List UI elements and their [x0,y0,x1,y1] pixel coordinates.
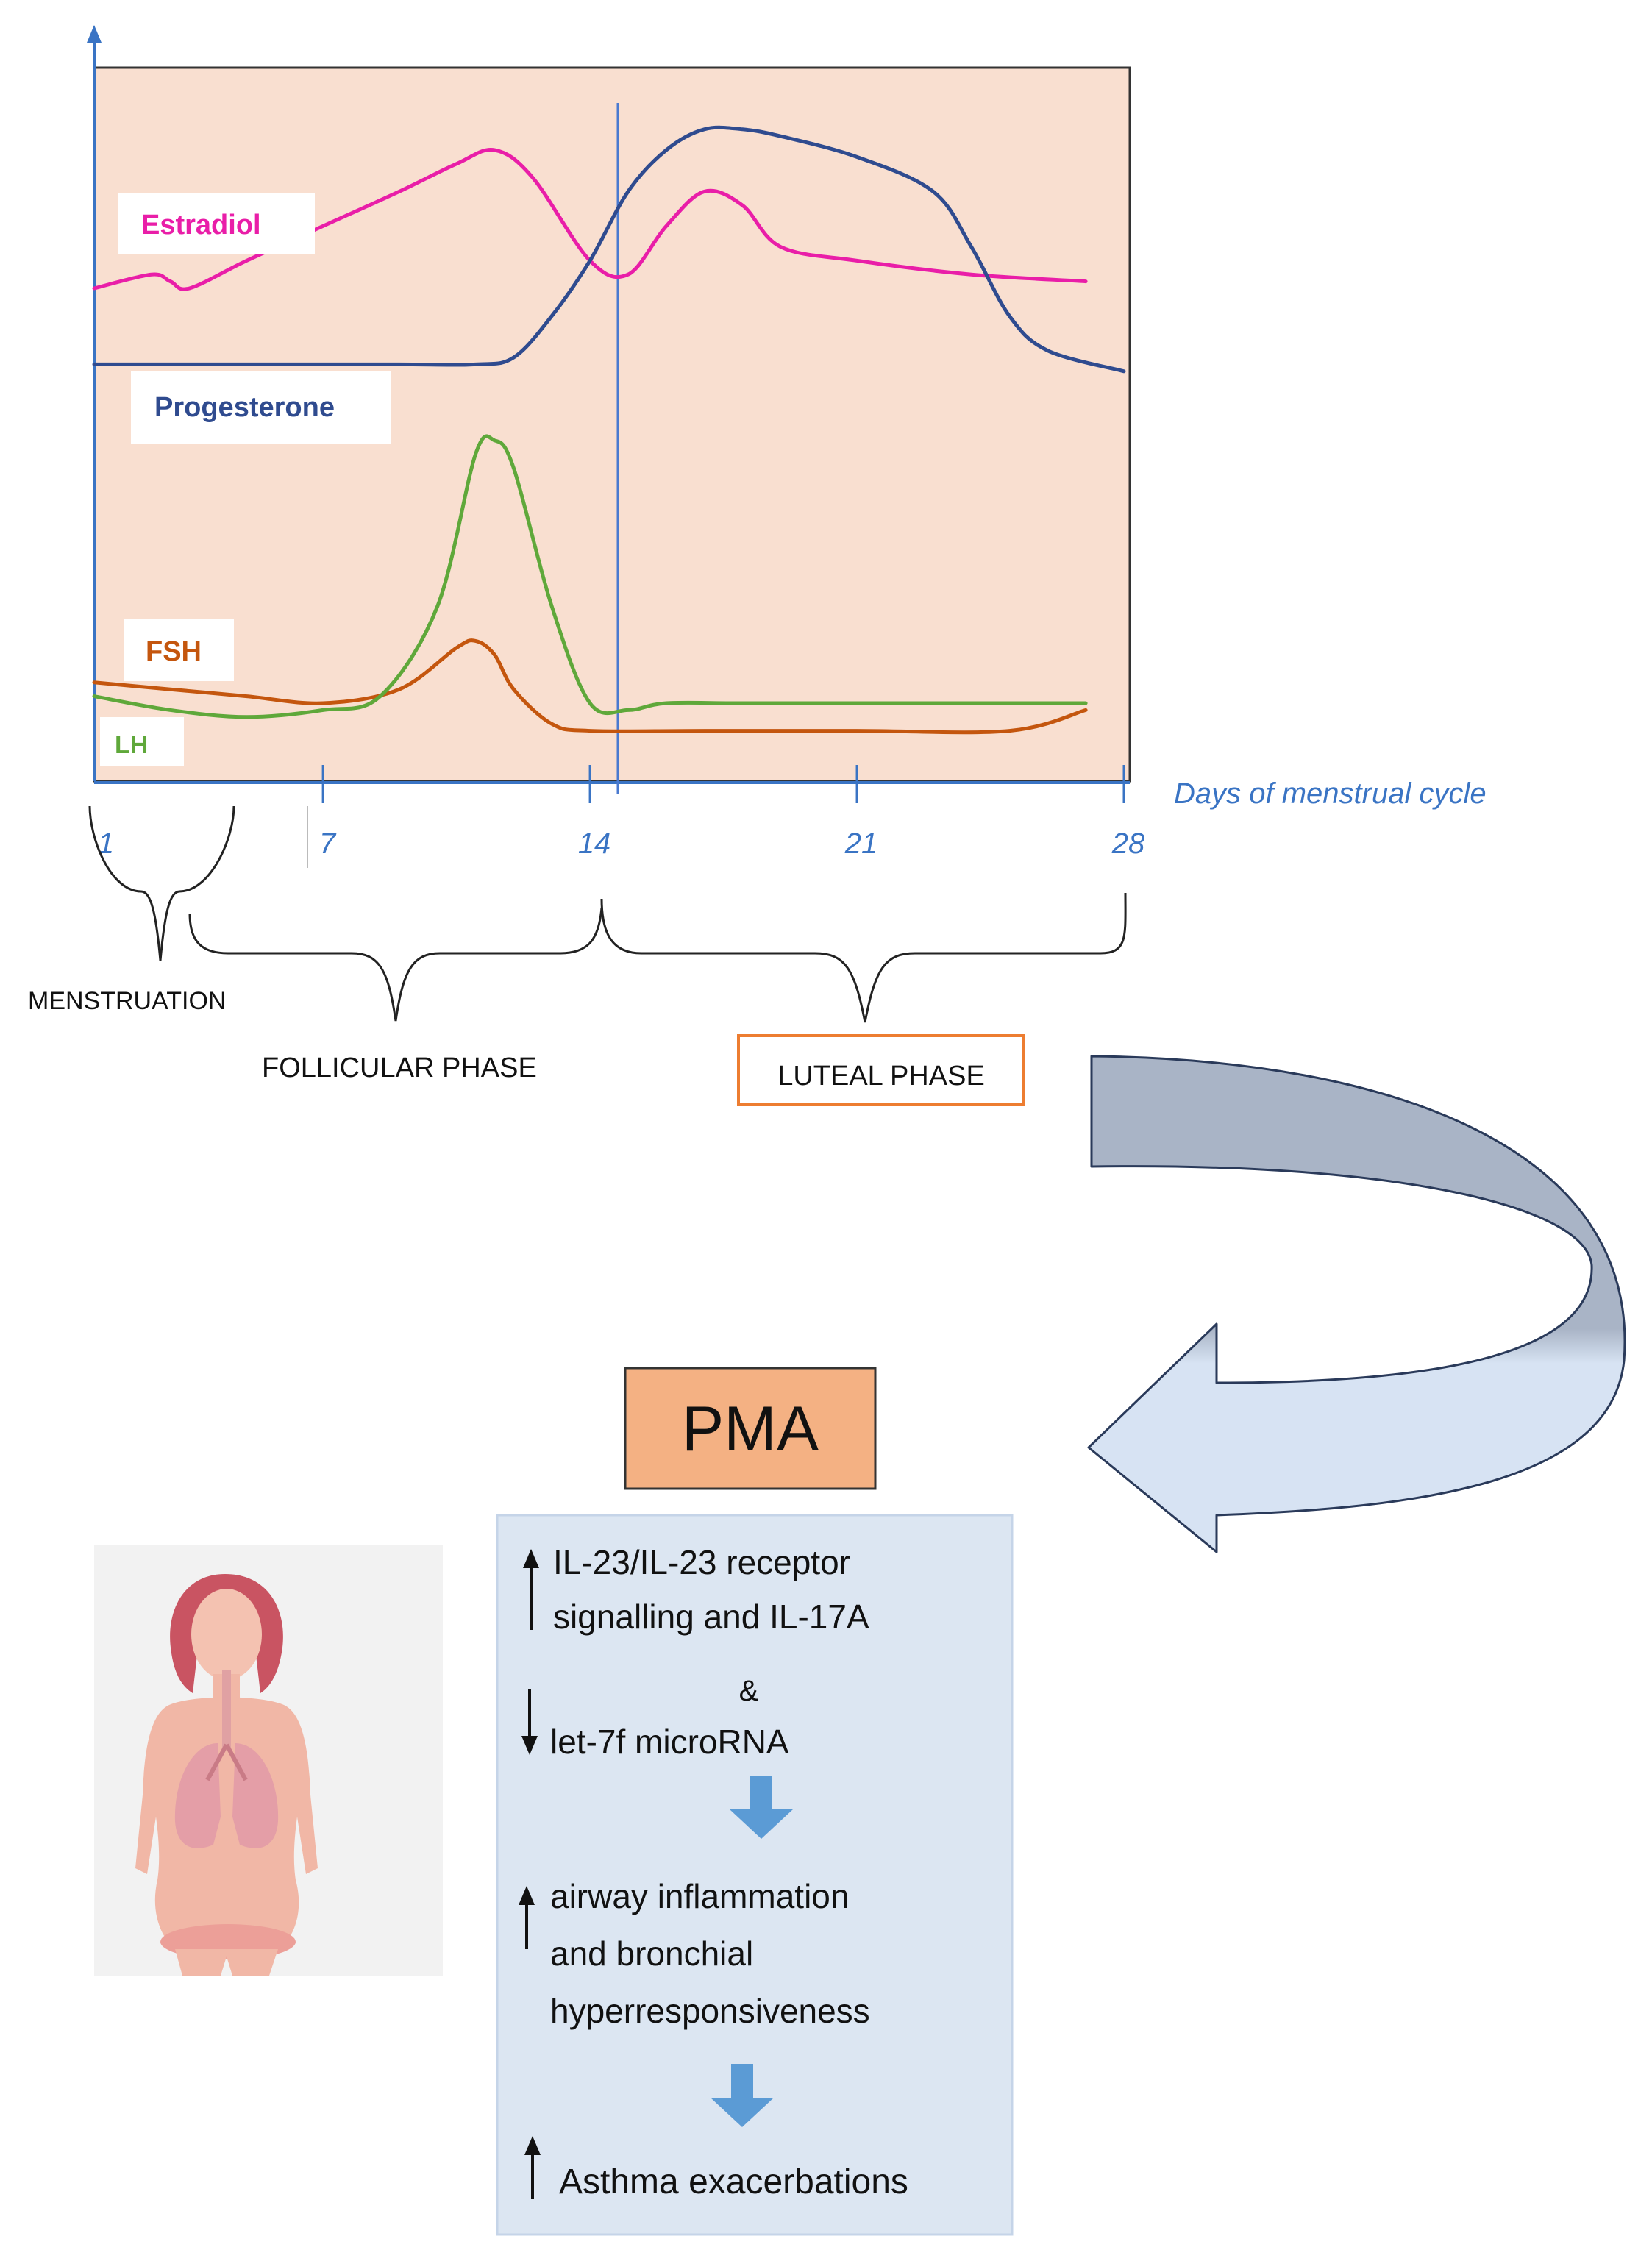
lh-label-box [100,717,184,766]
fsh-series-line [92,638,1088,735]
mechanism-line-5: and bronchial [550,1934,753,1973]
hormone-chart: 1 7 14 21 28 Estradiol Progesterone FSH LH D… [87,25,1487,860]
mechanism-line-2: signalling and IL-17A [553,1598,869,1636]
mechanism-line-1: IL-23/IL-23 receptor [553,1543,850,1581]
x-tick-label-14: 14 [578,827,611,860]
progesterone-label-box [131,371,391,444]
estradiol-label-box [118,193,315,254]
up-arrow-icon-2 [519,1886,535,1949]
pma-title-box [624,1367,877,1490]
fsh-label: FSH [146,636,202,667]
human-figure [94,1545,443,1976]
menstruation-label: MENSTRUATION [28,987,226,1015]
estradiol-series-line [92,148,1088,291]
series-layer [92,125,1126,735]
luteal-box [737,1034,1025,1106]
estradiol-label: Estradiol [141,210,261,241]
x-tick-label-28: 28 [1111,827,1145,860]
luteal-brace [600,892,1127,1023]
follicular-label: FOLLICULAR PHASE [262,1053,537,1083]
right-lung [232,1743,279,1848]
flow-arrow-icon-1 [730,1776,793,1839]
menstruation-brace [88,805,235,961]
legs [175,1949,278,1976]
tick-layer: 1 7 14 21 28 [98,765,1145,860]
up-arrow-icon [523,1549,539,1630]
mechanism-line-6: hyperresponsiveness [550,1992,870,2030]
mechanism-box: IL-23/IL-23 receptor signalling and IL-1… [496,1514,1014,2236]
left-lung [174,1743,221,1848]
mechanism-line-7: Asthma exacerbations [559,2162,908,2201]
ampersand: & [739,1675,759,1707]
flow-arrow-icon-2 [711,2064,774,2127]
progesterone-label: Progesterone [154,392,335,423]
fsh-label-box [124,619,234,681]
y-axis-arrow [87,25,102,43]
progesterone-series-line [92,125,1126,374]
x-tick-label-21: 21 [844,827,878,860]
curved-arrow-body [1087,1055,1626,1553]
curved-arrow [1087,1055,1626,1553]
up-arrow-icon-3 [524,2136,541,2199]
lh-series-line [92,434,1088,719]
phase-braces [88,805,1127,1023]
trachea [222,1670,231,1748]
bronchi [205,1743,248,1781]
follicular-brace [188,907,603,1022]
face [191,1589,262,1680]
mechanism-line-4: airway inflammation [550,1877,849,1915]
x-tick-label-7: 7 [319,827,337,860]
luteal-label: LUTEAL PHASE [777,1061,985,1092]
torso [135,1697,318,1956]
x-tick-label-1: 1 [98,827,114,860]
x-axis-caption: Days of menstrual cycle [1174,777,1487,810]
down-arrow-icon [521,1689,538,1755]
lh-label: LH [115,731,148,759]
pma-title: PMA [682,1394,819,1464]
mechanism-line-3: let-7f microRNA [550,1723,789,1761]
